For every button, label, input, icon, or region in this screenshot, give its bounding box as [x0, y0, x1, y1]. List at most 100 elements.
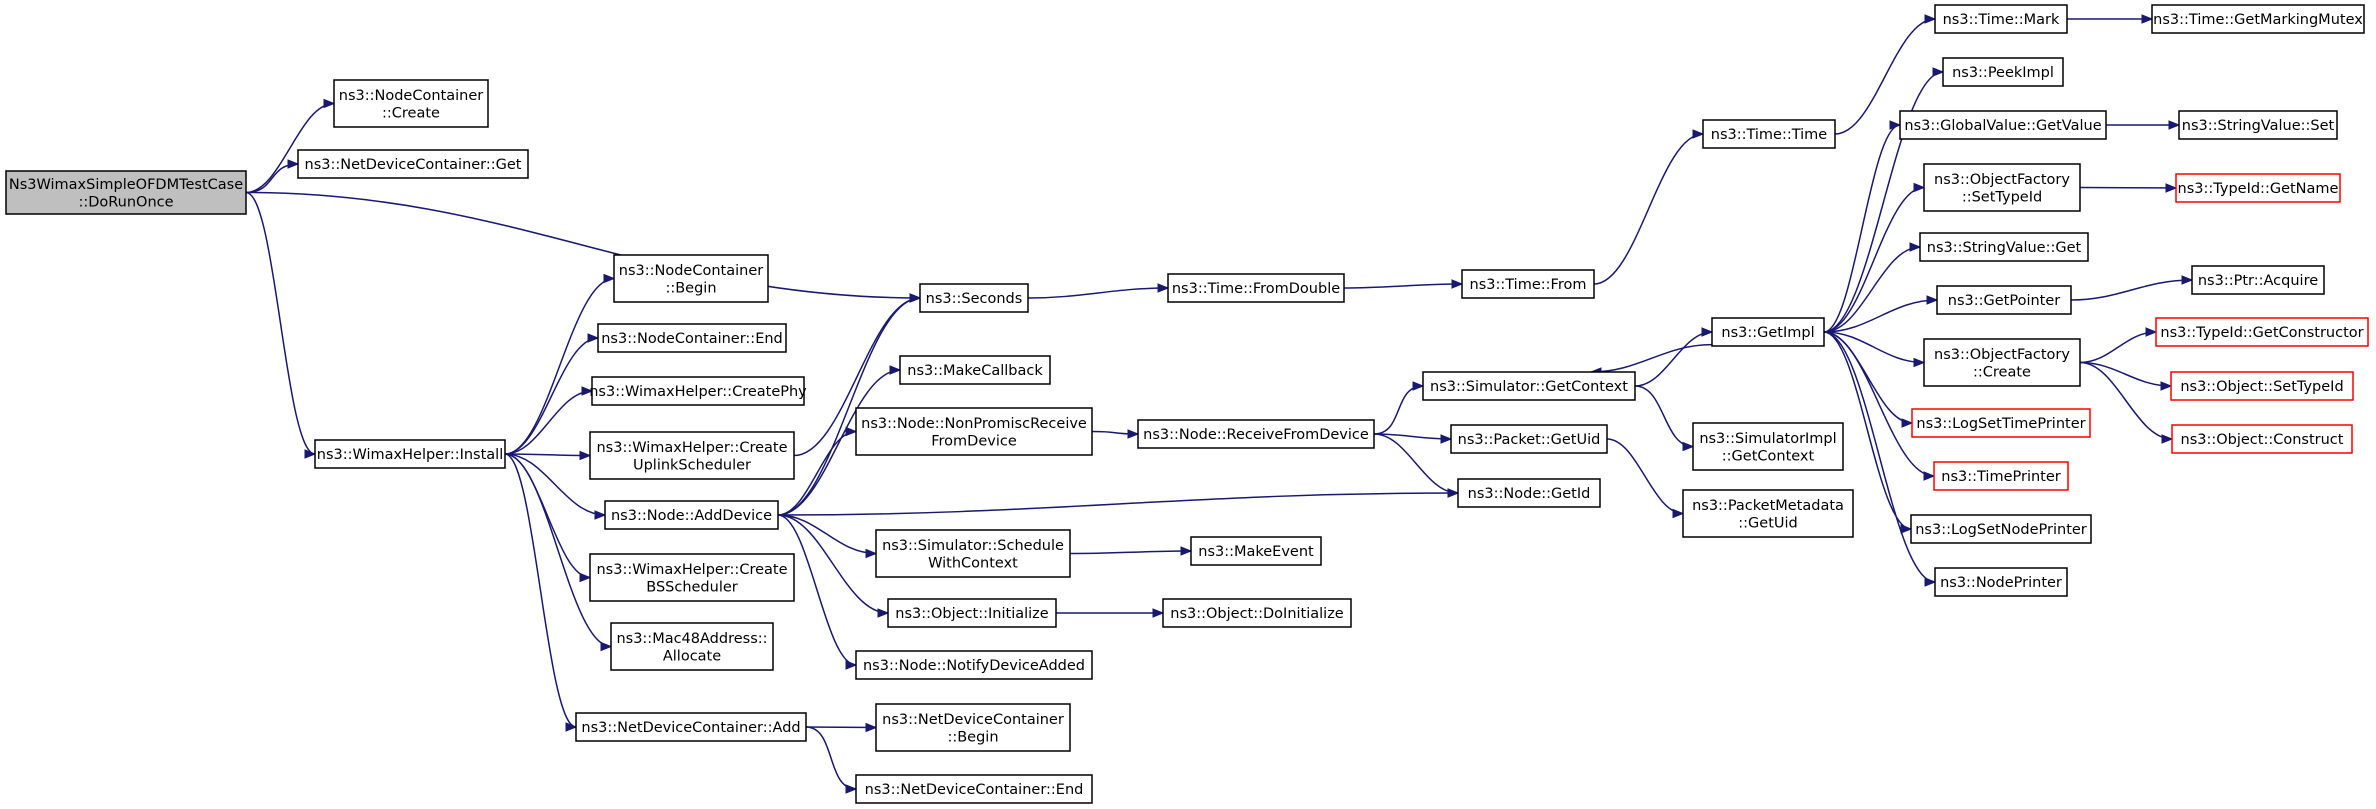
node-timeprinter[interactable]: ns3::TimePrinter — [1933, 461, 2069, 491]
node-of-settypeid[interactable]: ns3::ObjectFactory::SetTypeId — [1923, 163, 2081, 212]
node-peekimpl[interactable]: ns3::PeekImpl — [1942, 57, 2064, 87]
node-typeid-getname[interactable]: ns3::TypeId::GetName — [2175, 173, 2341, 203]
edge-line — [1634, 385, 1694, 448]
edge-line — [1823, 331, 1936, 583]
edge-getimpl-to-nodeprinter — [1823, 331, 1937, 587]
node-box — [855, 407, 1093, 456]
node-label: ns3::TypeId::GetName — [2178, 181, 2339, 197]
node-pktmeta-getuid[interactable]: ns3::PacketMetadata::GetUid — [1682, 489, 1854, 538]
node-label: ns3::Node::NonPromiscReceive — [861, 416, 1087, 432]
node-label: ns3::WimaxHelper::Create — [596, 562, 787, 578]
node-label: ::Create — [1973, 364, 2031, 380]
node-box — [1919, 232, 2089, 262]
arrowhead-icon — [865, 548, 878, 559]
node-label: ns3::StringValue::Set — [2182, 118, 2335, 134]
edge-line — [2079, 361, 2173, 440]
node-nc-end[interactable]: ns3::NodeContainer::End — [597, 323, 787, 353]
node-ndc-get[interactable]: ns3::NetDeviceContainer::Get — [297, 149, 529, 179]
node-makeevent[interactable]: ns3::MakeEvent — [1190, 536, 1322, 566]
node-mac48-alloc[interactable]: ns3::Mac48Address::Allocate — [610, 622, 774, 671]
edge-line — [504, 277, 615, 455]
node-obj-construct[interactable]: ns3::Object::Construct — [2171, 424, 2353, 454]
node-obj-settypeid[interactable]: ns3::Object::SetTypeId — [2170, 371, 2354, 401]
node-box — [899, 355, 1051, 385]
node-time-from[interactable]: ns3::Time::From — [1461, 269, 1595, 299]
node-root[interactable]: Ns3WimaxSimpleOFDMTestCase::DoRunOnce — [5, 170, 247, 215]
node-seconds[interactable]: ns3::Seconds — [919, 283, 1029, 313]
node-typeid-getconstructor[interactable]: ns3::TypeId::GetConstructor — [2155, 317, 2369, 347]
edge-node_adddevice-to-makecallback — [777, 365, 902, 516]
edge-line — [1823, 246, 1921, 333]
node-label: ns3::Simulator::Schedule — [882, 538, 1064, 554]
node-nodeprinter[interactable]: ns3::NodePrinter — [1934, 567, 2068, 597]
node-sv-get[interactable]: ns3::StringValue::Get — [1919, 232, 2089, 262]
arrowhead-icon — [581, 386, 594, 396]
node-sv-set[interactable]: ns3::StringValue::Set — [2178, 110, 2338, 140]
node-ndc-add[interactable]: ns3::NetDeviceContainer::Add — [575, 712, 807, 742]
node-label: ns3::Object::Initialize — [895, 606, 1048, 622]
arrowhead-icon — [845, 784, 858, 794]
node-node-adddevice[interactable]: ns3::Node::AddDevice — [604, 500, 779, 530]
node-ndc-end[interactable]: ns3::NetDeviceContainer::End — [855, 774, 1093, 804]
edge-line — [1823, 331, 1913, 424]
arrowhead-icon — [579, 450, 592, 461]
edge-line — [777, 514, 877, 555]
arrowhead-icon — [845, 426, 858, 437]
edge-sim_schedule-to-makeevent — [1069, 546, 1193, 556]
node-ndc-begin[interactable]: ns3::NetDeviceContainer::Begin — [875, 703, 1071, 752]
node-sim-getcontext[interactable]: ns3::Simulator::GetContext — [1422, 371, 1636, 401]
node-wh-createphy[interactable]: ns3::WimaxHelper::CreatePhy — [589, 376, 807, 406]
arrowhead-icon — [2181, 275, 2194, 285]
node-ptr-acquire[interactable]: ns3::Ptr::Acquire — [2191, 265, 2325, 295]
node-time-time[interactable]: ns3::Time::Time — [1702, 119, 1836, 149]
node-getimpl[interactable]: ns3::GetImpl — [1711, 317, 1825, 347]
node-simimpl-getcontext[interactable]: ns3::SimulatorImpl::GetContext — [1692, 422, 1844, 471]
node-box — [1450, 424, 1608, 454]
node-time-getmarkingmutex[interactable]: ns3::Time::GetMarkingMutex — [2151, 4, 2365, 34]
node-label: ns3::Time::Mark — [1943, 12, 2060, 28]
node-box — [589, 553, 795, 602]
node-node-receive[interactable]: ns3::Node::ReceiveFromDevice — [1137, 419, 1375, 449]
edge-line — [777, 514, 889, 614]
node-label: ns3::LogSetTimePrinter — [1916, 416, 2085, 432]
node-node-getid[interactable]: ns3::Node::GetId — [1457, 478, 1601, 508]
node-label: ns3::ObjectFactory — [1934, 347, 2070, 363]
node-obj-doinit[interactable]: ns3::Object::DoInitialize — [1162, 598, 1352, 628]
node-box — [1910, 514, 2092, 544]
node-node-notify[interactable]: ns3::Node::NotifyDeviceAdded — [855, 650, 1093, 680]
node-wh-install[interactable]: ns3::WimaxHelper::Install — [314, 439, 506, 469]
node-gv-getvalue[interactable]: ns3::GlobalValue::GetValue — [1899, 110, 2107, 140]
edge-node_adddevice-to-node_notify — [777, 514, 858, 670]
arrowhead-icon — [304, 449, 317, 459]
node-nc-create[interactable]: ns3::NodeContainer::Create — [333, 79, 489, 128]
node-box — [1162, 598, 1352, 628]
node-nc-begin[interactable]: ns3::NodeContainer::Begin — [613, 254, 769, 303]
node-logsettimeprinter[interactable]: ns3::LogSetTimePrinter — [1911, 408, 2091, 438]
node-obj-initialize[interactable]: ns3::Object::Initialize — [887, 598, 1057, 628]
node-label: ns3::NodeContainer — [619, 263, 763, 279]
node-makecallback[interactable]: ns3::MakeCallback — [899, 355, 1051, 385]
node-label: ns3::Mac48Address:: — [616, 631, 767, 647]
node-box — [1899, 110, 2107, 140]
arrowhead-icon — [2160, 381, 2173, 391]
edge-getimpl-to-timeprinter — [1823, 331, 1936, 481]
node-packet-getuid[interactable]: ns3::Packet::GetUid — [1450, 424, 1608, 454]
node-time-fromdouble[interactable]: ns3::Time::FromDouble — [1167, 273, 1345, 303]
node-box — [1137, 419, 1375, 449]
node-getpointer[interactable]: ns3::GetPointer — [1936, 285, 2072, 315]
edge-wh_install-to-nc_end — [504, 333, 600, 455]
edge-line — [504, 453, 606, 516]
edge-line — [1606, 438, 1684, 515]
node-time-mark[interactable]: ns3::Time::Mark — [1934, 4, 2068, 34]
edge-line — [1834, 18, 1936, 135]
node-box — [1933, 461, 2069, 491]
node-of-create[interactable]: ns3::ObjectFactory::Create — [1923, 338, 2081, 387]
node-logsetnodeprinter[interactable]: ns3::LogSetNodePrinter — [1910, 514, 2092, 544]
arrowhead-icon — [1909, 242, 1922, 252]
node-label: ns3::GetImpl — [1721, 325, 1814, 341]
arrowhead-icon — [2168, 120, 2181, 130]
